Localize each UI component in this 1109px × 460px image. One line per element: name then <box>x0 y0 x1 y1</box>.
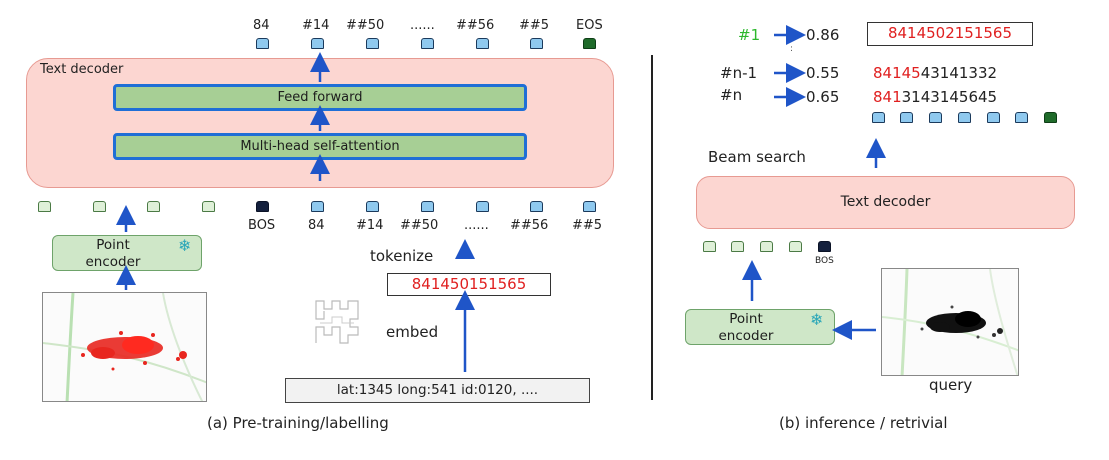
snowflake-icon: ❄ <box>810 310 824 329</box>
output-token-label: 84 <box>253 18 270 33</box>
beam-code-red: 84145 <box>873 64 921 82</box>
input-token-label: ...... <box>464 218 489 233</box>
output-token <box>256 38 269 49</box>
eos-token <box>583 38 596 49</box>
output-token <box>1015 112 1028 123</box>
query-map <box>881 268 1019 376</box>
beam-code-red: 841 <box>873 88 902 106</box>
output-token <box>530 38 543 49</box>
beam-rank: #n-1 <box>720 64 758 82</box>
text-decoder-right: Text decoder <box>696 176 1075 229</box>
output-token <box>958 112 971 123</box>
point-encoder-label: Point encoder <box>718 311 774 344</box>
beam-rank: #1 <box>738 26 761 44</box>
input-token <box>311 201 324 212</box>
input-token <box>366 201 379 212</box>
tokenize-label: tokenize <box>370 247 434 265</box>
input-token-label: ##50 <box>400 218 439 233</box>
point-token <box>147 201 160 212</box>
input-token-label: #14 <box>356 218 384 233</box>
beam-code: 8414543141332 <box>873 64 997 82</box>
point-token <box>731 241 744 252</box>
input-token <box>421 201 434 212</box>
output-token <box>366 38 379 49</box>
bos-token <box>256 201 269 212</box>
point-token <box>789 241 802 252</box>
input-token <box>476 201 489 212</box>
point-token <box>703 241 716 252</box>
beam-code-red: 8414502151565 <box>887 24 1013 42</box>
hilbert-curve-icon <box>312 297 362 351</box>
point-token <box>38 201 51 212</box>
output-token <box>421 38 434 49</box>
beam-code: 8413143145645 <box>873 88 997 106</box>
beam-search-label: Beam search <box>708 148 806 166</box>
beam-ellipsis: : <box>790 44 794 54</box>
output-token-label: ...... <box>410 18 435 33</box>
bos-label: BOS <box>815 256 834 266</box>
beam-code-black: 3143145645 <box>901 88 998 106</box>
point-encoder-right: Point encoder <box>685 309 835 345</box>
output-token <box>476 38 489 49</box>
text-decoder-title: Text decoder <box>40 62 124 77</box>
beam-code-box: 8414502151565 <box>867 22 1033 46</box>
output-token <box>929 112 942 123</box>
point-cloud-map <box>42 292 207 402</box>
output-token <box>900 112 913 123</box>
output-token-label: EOS <box>576 18 603 33</box>
beam-score: 0.86 <box>806 26 840 44</box>
point-token <box>760 241 773 252</box>
embed-label: embed <box>386 323 439 341</box>
panel-divider <box>651 55 653 400</box>
record-box: lat:1345 long:541 id:0120, .... <box>285 378 590 403</box>
point-token <box>202 201 215 212</box>
beam-score: 0.55 <box>806 64 840 82</box>
query-label: query <box>929 376 973 394</box>
output-token <box>311 38 324 49</box>
output-token <box>872 112 885 123</box>
output-token-label: ##56 <box>456 18 495 33</box>
output-token-label: ##50 <box>346 18 385 33</box>
beam-score: 0.65 <box>806 88 840 106</box>
beam-code-black: 43141332 <box>920 64 998 82</box>
bos-token <box>818 241 831 252</box>
point-token <box>93 201 106 212</box>
output-token-label: #14 <box>302 18 330 33</box>
input-token-label: ##5 <box>572 218 603 233</box>
input-token-label: BOS <box>248 218 276 233</box>
snowflake-icon: ❄ <box>178 236 192 255</box>
caption-b: (b) inference / retrivial <box>779 414 948 432</box>
input-token <box>583 201 596 212</box>
output-token <box>987 112 1000 123</box>
input-token-label: 84 <box>308 218 325 233</box>
input-token-label: ##56 <box>510 218 549 233</box>
output-token-label: ##5 <box>519 18 550 33</box>
input-token <box>530 201 543 212</box>
beam-rank: #n <box>720 86 743 104</box>
text-decoder-title: Text decoder <box>840 194 931 210</box>
caption-a: (a) Pre-training/labelling <box>207 414 389 432</box>
eos-token <box>1044 112 1057 123</box>
